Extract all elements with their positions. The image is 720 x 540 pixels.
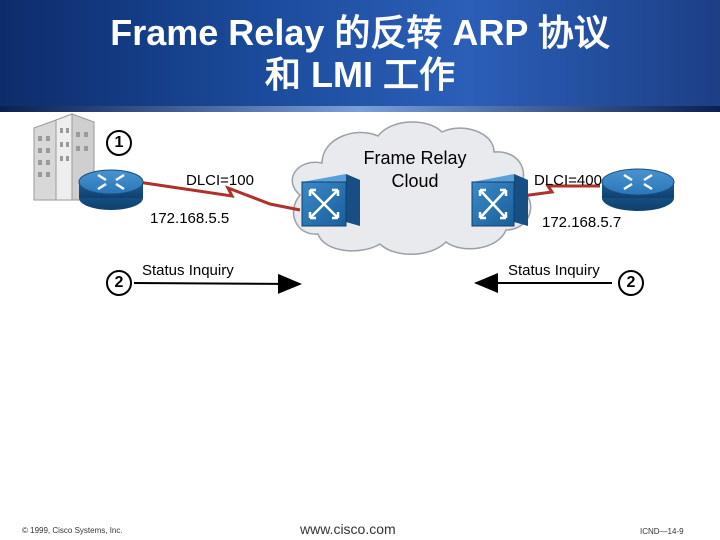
title-banner [0,0,720,112]
left-status-inquiry-label: Status Inquiry [142,262,234,279]
slide-title: Frame Relay 的反转 ARP 协议 和 LMI 工作 [0,12,720,96]
right-router-icon [601,168,675,211]
website-link[interactable]: www.cisco.com [300,521,396,537]
left-step-2-badge: 2 [106,270,132,296]
right-status-inquiry-label: Status Inquiry [508,262,600,279]
copyright-notice: © 1999, Cisco Systems, Inc. [22,526,123,535]
office-building-icon [33,113,95,201]
step-1-badge: 1 [106,130,132,156]
right-ip-address: 172.168.5.7 [542,214,622,231]
left-ip-address: 172.168.5.5 [150,210,230,227]
right-dlci-label: DLCI=400 [534,172,602,189]
serial-link-left [137,180,301,212]
right-step-2-badge: 2 [618,270,644,296]
title-line-2: 和 LMI 工作 [265,54,455,95]
left-status-inquiry-arrow [133,273,302,294]
serial-link-right [521,184,600,198]
cloud-label-line-1: Frame Relay [363,148,467,168]
cloud-label: Frame Relay Cloud [345,147,485,193]
title-stripe [0,106,720,112]
left-frame-relay-switch-icon [301,174,360,227]
cloud-label-line-2: Cloud [391,171,439,191]
title-line-1: Frame Relay 的反转 ARP 协议 [110,12,610,53]
page-number: ICND—14-9 [640,527,684,536]
right-frame-relay-switch-icon [471,174,528,227]
left-dlci-label: DLCI=100 [186,172,254,189]
left-router-icon [78,169,144,210]
